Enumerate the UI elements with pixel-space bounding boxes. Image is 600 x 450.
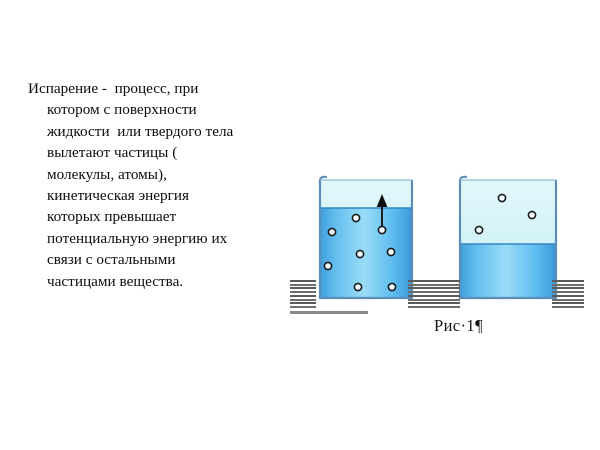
evaporation-diagram: Рис·1¶	[290, 170, 590, 350]
molecule-icon	[351, 213, 361, 223]
text-line: частицами вещества.	[47, 272, 184, 290]
heating-grate-left-wing	[426, 280, 460, 308]
heating-grate-left-wing	[290, 280, 316, 308]
text-line: котором с поверхности	[47, 101, 197, 119]
figure-caption: Рис·1¶	[434, 316, 483, 335]
molecule-icon	[474, 225, 484, 235]
beaker-right	[426, 170, 584, 320]
molecule-group-left	[323, 213, 397, 292]
molecule-icon	[497, 193, 507, 203]
beaker-right-graphic	[458, 175, 558, 300]
beaker-right-water	[460, 244, 556, 298]
heating-grate-right-wing	[408, 280, 436, 308]
beaker-left-water	[320, 208, 412, 298]
text-line: вылетают частицы (	[47, 144, 178, 162]
molecule-icon	[377, 225, 387, 235]
grate-base-bar	[290, 311, 368, 314]
text-line: которых превышает	[47, 208, 177, 226]
beaker-left-graphic	[318, 175, 414, 300]
molecule-icon	[387, 282, 397, 292]
definition-text-block: Испарение - процесс, при котором с повер…	[28, 78, 296, 292]
beaker-right-spout-icon	[458, 175, 468, 182]
beaker-left	[290, 170, 436, 320]
molecule-icon	[327, 227, 337, 237]
heating-grate-right-wing	[552, 280, 584, 308]
beaker-right-glass-wall	[458, 180, 558, 300]
text-line: связи с остальными	[47, 251, 176, 269]
molecule-icon	[323, 261, 333, 271]
text-line: кинетическая энергия	[47, 187, 190, 205]
molecule-icon	[386, 247, 396, 257]
molecule-icon	[353, 282, 363, 292]
beaker-left-glass-wall	[318, 180, 414, 300]
text-line: Испарение - процесс, при	[28, 80, 199, 97]
text-line: потенциальную энергию их	[47, 229, 228, 247]
beaker-left-spout-icon	[318, 175, 328, 182]
text-line: жидкости или твердого тела	[47, 122, 234, 140]
text-line: молекулы, атомы),	[47, 165, 167, 183]
molecule-group-right	[474, 193, 537, 235]
evaporation-arrow-icon	[376, 194, 388, 226]
molecule-icon	[355, 249, 365, 259]
molecule-icon	[527, 210, 537, 220]
